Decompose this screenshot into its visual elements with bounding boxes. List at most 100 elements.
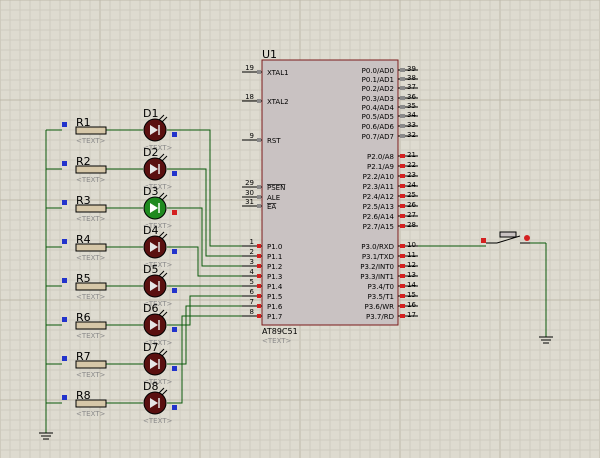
led-text-placeholder: <TEXT> (143, 378, 173, 386)
pin-name: PSEN (267, 184, 285, 192)
chip-pin-p3-2-int0[interactable]: 12 P3.2/INT0 (360, 261, 418, 271)
pin-name: P0.1/AD1 (362, 76, 394, 84)
resistor-r6[interactable]: R6<TEXT> (62, 311, 107, 340)
led-d7[interactable]: D7<TEXT> (143, 341, 177, 386)
pin-number: 36 (407, 93, 416, 101)
chip-pin-p1-7[interactable]: 8P1.7 (242, 308, 282, 321)
resistor-r8[interactable]: R8<TEXT> (62, 389, 107, 418)
pin-number: 23 (407, 171, 416, 179)
pin-number: 15 (407, 291, 416, 299)
resistor-ref: R7 (76, 350, 91, 363)
led-d3[interactable]: D3<TEXT> (143, 185, 177, 230)
pin-name: P0.7/AD7 (362, 133, 394, 141)
resistor-text-placeholder: <TEXT> (76, 215, 106, 223)
pin-name: EA (267, 203, 276, 211)
pin-number: 32 (407, 131, 416, 139)
led-d4[interactable]: D4<TEXT> (143, 224, 177, 269)
led-text-placeholder: <TEXT> (143, 300, 173, 308)
pin-number: 29 (245, 179, 254, 187)
resistor-ref: R1 (76, 116, 91, 129)
pin-number: 5 (250, 278, 254, 286)
chip-pin-p1-1[interactable]: 2P1.1 (242, 248, 282, 261)
chip-pin-p2-0-a8[interactable]: 21 P2.0/A8 (367, 151, 418, 161)
pin-number: 21 (407, 151, 416, 159)
microcontroller-u1[interactable]: U1 AT89C51 <TEXT> 19XTAL118XTAL29RST29PS… (242, 48, 418, 345)
resistor-text-placeholder: <TEXT> (76, 332, 106, 340)
pin-number: 22 (407, 161, 416, 169)
chip-pin-p1-4[interactable]: 5P1.4 (242, 278, 283, 291)
resistor-r2[interactable]: R2<TEXT> (62, 155, 107, 184)
led-d8[interactable]: D8<TEXT> (143, 380, 177, 425)
pin-number: 10 (407, 241, 416, 249)
led-text-placeholder: <TEXT> (143, 222, 173, 230)
resistor-ref: R3 (76, 194, 91, 207)
chip-pin-p1-0[interactable]: 1P1.0 (242, 238, 282, 251)
led-ref: D8 (143, 380, 158, 393)
push-button[interactable] (481, 231, 530, 244)
led-ref: D1 (143, 107, 158, 120)
pin-name: P2.7/A15 (363, 223, 394, 231)
resistor-r7[interactable]: R7 <TEXT> (62, 350, 107, 379)
resistor-r1[interactable]: R1<TEXT> (62, 116, 107, 145)
pin-name: P3.1/TXD (362, 253, 394, 261)
pin-number: 9 (250, 132, 254, 140)
resistor-r4[interactable]: R4<TEXT> (62, 233, 107, 262)
pin-name: P0.2/AD2 (362, 85, 394, 93)
chip-pin-p1-6[interactable]: 7P1.6 (242, 298, 283, 311)
pin-name: XTAL1 (267, 69, 289, 77)
pin-name: P1.0 (267, 243, 282, 251)
led-d5[interactable]: D5<TEXT> (143, 263, 177, 308)
chip-pin-p0-7-ad7[interactable]: 32 P0.7/AD7 (362, 131, 418, 141)
resistor-ref: R5 (76, 272, 91, 285)
pin-name: P2.0/A8 (367, 153, 394, 161)
chip-body[interactable] (261, 59, 399, 326)
resistor-text-placeholder: <TEXT> (76, 371, 106, 379)
led-d6[interactable]: D6<TEXT> (143, 302, 177, 347)
chip-pin-p1-2[interactable]: 3P1.2 (242, 258, 282, 271)
pin-name: P1.3 (267, 273, 282, 281)
pin-name: P3.3/INT1 (360, 273, 394, 281)
pin-number: 27 (407, 211, 416, 219)
pin-name: P3.4/T0 (368, 283, 394, 291)
pin-number: 12 (407, 261, 416, 269)
chip-pin-p1-5[interactable]: 6P1.5 (242, 288, 282, 301)
resistor-r5[interactable]: R5<TEXT> (62, 272, 107, 301)
led-d1[interactable]: D1<TEXT> (143, 107, 177, 152)
led-d2[interactable]: D2<TEXT> (143, 146, 177, 191)
pin-number: 8 (250, 308, 254, 316)
pin-number: 4 (250, 268, 255, 276)
pin-name: P3.2/INT0 (360, 263, 394, 271)
chip-pin-p1-3[interactable]: 4P1.3 (242, 268, 282, 281)
pin-number: 19 (245, 64, 254, 72)
led-text-placeholder: <TEXT> (143, 417, 173, 425)
resistor-r3[interactable]: R3 <TEXT> (62, 194, 107, 223)
